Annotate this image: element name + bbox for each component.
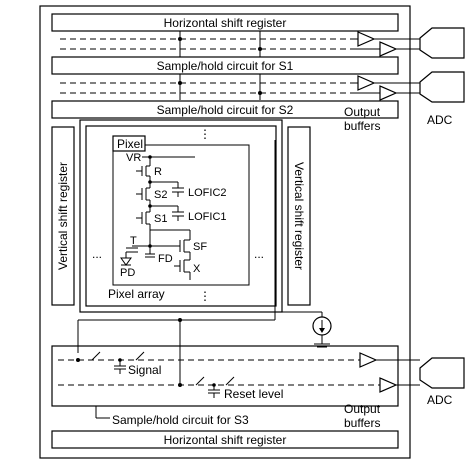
pixel-label: Pixel — [117, 137, 143, 151]
output-buffer-triangle — [359, 352, 378, 368]
adc-top-label: ADC — [427, 113, 453, 127]
sample-hold-s3 — [51, 345, 399, 407]
pd-diode — [120, 257, 132, 266]
v-shift-register-right — [287, 126, 311, 306]
v-shift-register-left-label: Vertical shift register — [56, 162, 70, 270]
v-shift-register-left — [51, 126, 75, 306]
pixel-array-label: Pixel array — [108, 287, 165, 301]
sample-hold-s2-label: Sample/hold circuit for S2 — [157, 103, 294, 117]
adc-block — [419, 27, 465, 59]
output-buffers-top-label-1: Output — [344, 105, 381, 119]
chip-outline — [39, 5, 411, 459]
junction-dot — [178, 383, 182, 387]
s1-label: S1 — [154, 213, 167, 225]
reset-switch — [195, 376, 205, 386]
lofic1-label: LOFIC1 — [188, 211, 227, 223]
ellipsis-top: ⋮ — [199, 127, 211, 141]
ellipsis-right: ... — [254, 247, 264, 261]
junction-dot — [178, 37, 182, 41]
pixel-array-outer — [79, 119, 283, 313]
s2-label: S2 — [154, 189, 167, 201]
signal-label: Signal — [128, 363, 161, 377]
junction-dot — [258, 47, 262, 51]
output-buffer-triangle — [357, 31, 376, 47]
pixel-label-box — [112, 135, 146, 152]
adc-bottom-label: ADC — [427, 393, 453, 407]
r-label: R — [154, 166, 162, 178]
reset-switch — [225, 376, 235, 386]
output-buffer-triangle — [379, 41, 398, 57]
x-label: X — [193, 263, 201, 275]
junction-dot — [76, 358, 80, 362]
h-shift-register-bottom-label: Horizontal shift register — [164, 433, 287, 447]
output-buffers-bottom-label-1: Output — [344, 402, 381, 416]
h-shift-register-bottom — [51, 430, 399, 449]
sample-hold-s2 — [51, 100, 399, 119]
output-buffers-top-label-2: buffers — [344, 119, 380, 133]
pixel-array — [85, 125, 277, 307]
junction-dot — [258, 91, 262, 95]
t-label: T — [130, 235, 137, 247]
current-source-arrow — [319, 328, 325, 333]
pd-label: PD — [120, 267, 135, 279]
junction-dot — [178, 318, 182, 322]
vr-label: VR — [126, 152, 141, 164]
output-buffer-triangle — [357, 75, 376, 91]
sf-label: SF — [193, 241, 207, 253]
output-buffers-bottom-label-2: buffers — [344, 416, 380, 430]
sample-hold-s3-label: Sample/hold circuit for S3 — [112, 413, 249, 427]
h-shift-register-top — [51, 13, 399, 32]
output-buffer-triangle — [379, 377, 398, 393]
v-shift-register-right-label: Vertical shift register — [292, 162, 306, 270]
reset-level-label: Reset level — [224, 387, 283, 401]
ellipsis-bottom: ⋮ — [199, 289, 211, 303]
fd-label: FD — [158, 253, 173, 265]
signal-switch — [135, 351, 145, 361]
junction-dot — [178, 81, 182, 85]
lofic2-label: LOFIC2 — [188, 187, 227, 199]
signal-switch — [91, 351, 101, 361]
ellipsis-left: ... — [92, 247, 102, 261]
adc-block — [419, 357, 465, 389]
adc-block — [419, 71, 465, 103]
output-buffer-triangle — [379, 85, 398, 101]
sample-hold-s1 — [51, 56, 399, 75]
sample-hold-s1-label: Sample/hold circuit for S1 — [157, 59, 294, 73]
pixel-cell — [112, 144, 250, 286]
h-shift-register-top-label: Horizontal shift register — [164, 16, 287, 30]
